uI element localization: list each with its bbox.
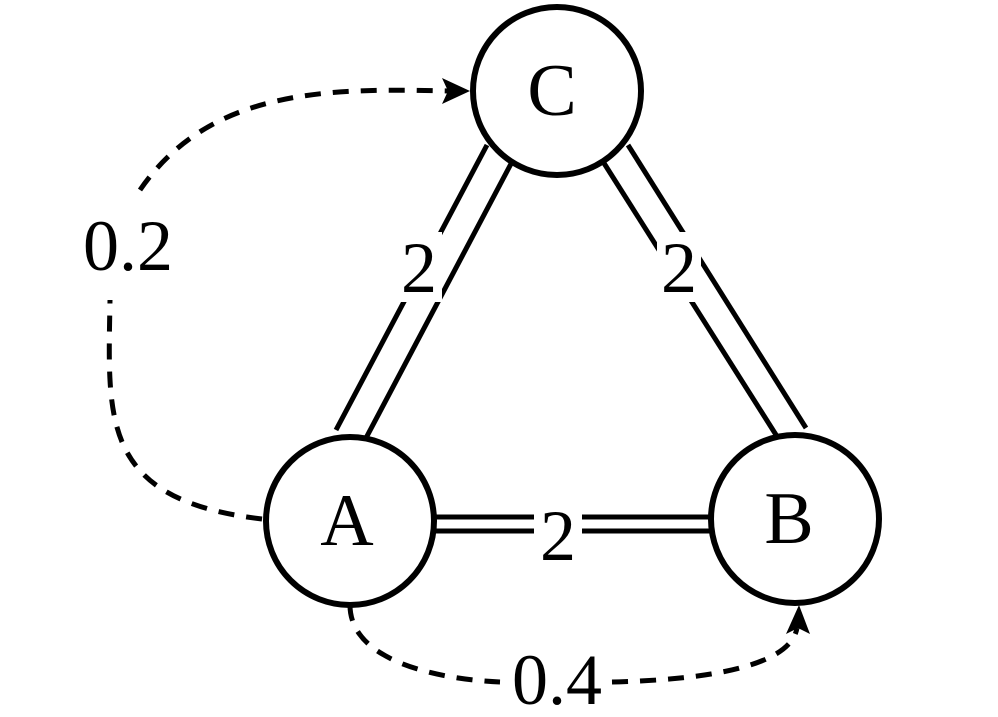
- flow-a-to-b: 0.4: [347, 604, 810, 717]
- edge-label-a-b: 2: [540, 496, 576, 576]
- edge-a-c: 2: [333, 143, 516, 440]
- edge-b-c: 2: [599, 143, 809, 440]
- node-label-a: A: [320, 480, 373, 562]
- arrowhead-to-c-icon: [442, 78, 470, 104]
- flow-label-a-to-c: 0.2: [83, 206, 173, 286]
- edge-a-b: 2: [432, 496, 712, 576]
- node-b: B: [708, 432, 882, 606]
- node-c: C: [470, 4, 644, 178]
- flow-a-to-c: 0.2: [83, 78, 470, 522]
- node-label-b: B: [764, 478, 813, 560]
- arrowhead-to-b-icon: [786, 605, 810, 634]
- node-a: A: [263, 434, 437, 608]
- edge-label-b-c: 2: [661, 228, 697, 308]
- node-label-c: C: [527, 50, 576, 132]
- edge-label-a-c: 2: [401, 228, 437, 308]
- flow-label-a-to-b: 0.4: [512, 640, 602, 717]
